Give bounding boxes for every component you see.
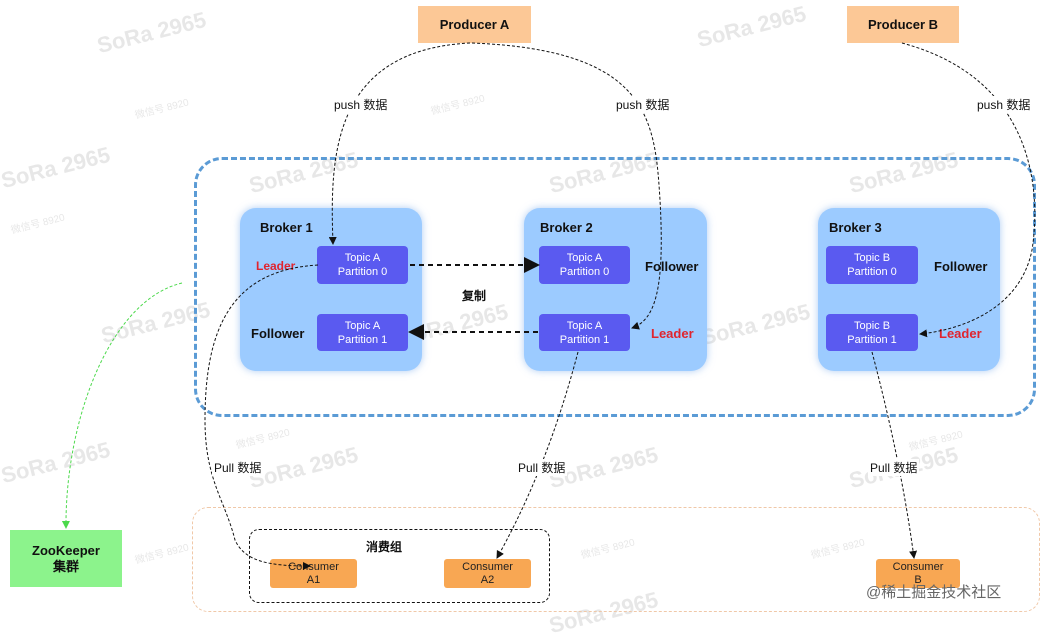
broker-3-follower-label: Follower	[934, 259, 988, 274]
consumer-label: Consumer	[288, 560, 339, 573]
consumer-label: Consumer	[462, 560, 513, 573]
connection-arrows	[61, 42, 1036, 570]
broker-1-title: Broker 1	[260, 220, 313, 235]
broker-3-title: Broker 3	[829, 220, 882, 235]
pull-label-consumer-b: Pull 数据	[868, 459, 920, 476]
broker-2-title: Broker 2	[540, 220, 593, 235]
zookeeper-name: ZooKeeper	[32, 542, 100, 558]
consumer-area	[192, 507, 1040, 612]
producer-a: Producer A	[418, 6, 531, 43]
push-label-producer-a-broker-2: push 数据	[614, 96, 672, 113]
partition-topic: Topic A	[566, 319, 603, 332]
consumer-label: Consumer	[892, 560, 944, 573]
push-arrow-producer-a-broker-1	[328, 42, 471, 245]
push-label-producer-b-broker-3: push 数据	[975, 96, 1033, 113]
broker-3-partition-0: Topic B Partition 0	[826, 246, 918, 284]
zookeeper-suffix: 集群	[52, 558, 79, 574]
broker-3-leader-label: Leader	[939, 326, 982, 341]
partition-topic: Topic A	[344, 252, 381, 264]
consumer-group	[249, 529, 550, 603]
producer-b: Producer B	[847, 6, 959, 43]
consumer-id: B	[914, 573, 922, 586]
broker-1-partition-0: Topic A Partition 0	[317, 246, 408, 284]
zookeeper-link-arrow	[61, 282, 183, 529]
consumer-id: A2	[480, 573, 495, 586]
broker-2-follower-label: Follower	[645, 259, 699, 274]
pull-arrow-consumer-a2	[496, 351, 579, 559]
consumer-a2: Consumer A2	[444, 559, 531, 588]
broker-2-leader-label: Leader	[651, 326, 694, 341]
partition-topic: Topic A	[566, 252, 603, 264]
broker-1-leader-label: Leader	[256, 259, 296, 273]
push-arrow-producer-b-broker-3	[901, 42, 1036, 338]
consumer-a1: Consumer A1	[270, 559, 357, 588]
partition-number: Partition 0	[847, 266, 897, 278]
push-label-producer-a-broker-1: push 数据	[332, 96, 390, 113]
consumer-group-label: 消费组	[366, 540, 403, 554]
broker-1-partition-1: Topic A Partition 1	[317, 314, 408, 351]
pull-arrow-consumer-b	[871, 351, 918, 559]
partition-number: Partition 1	[337, 333, 388, 346]
partition-number: Partition 1	[847, 333, 897, 346]
partition-topic: Topic A	[344, 319, 381, 332]
broker-2-partition-0: Topic A Partition 0	[539, 246, 630, 284]
partition-topic: Topic B	[853, 252, 891, 264]
partition-number: Partition 0	[337, 266, 388, 278]
pull-label-consumer-a2: Pull 数据	[516, 459, 568, 476]
kafka-cluster	[194, 157, 1036, 417]
broker-1-follower-label: Follower	[251, 326, 305, 341]
zookeeper-cluster: ZooKeeper 集群	[10, 530, 122, 587]
pull-arrow-consumer-a1	[204, 264, 319, 570]
source-credit: @稀土掘金技术社区	[866, 584, 1002, 601]
consumer-id: A1	[306, 573, 321, 586]
partition-topic: Topic B	[853, 319, 891, 332]
broker-3-partition-1: Topic B Partition 1	[826, 314, 918, 351]
pull-label-consumer-a1: Pull 数据	[212, 459, 264, 476]
broker-2-partition-1: Topic A Partition 1	[539, 314, 630, 351]
replication-label: 复制	[462, 289, 487, 303]
partition-number: Partition 0	[559, 266, 610, 278]
push-arrow-producer-a-broker-2	[471, 42, 662, 330]
partition-number: Partition 1	[559, 333, 610, 346]
consumer-b: Consumer B	[876, 559, 960, 588]
